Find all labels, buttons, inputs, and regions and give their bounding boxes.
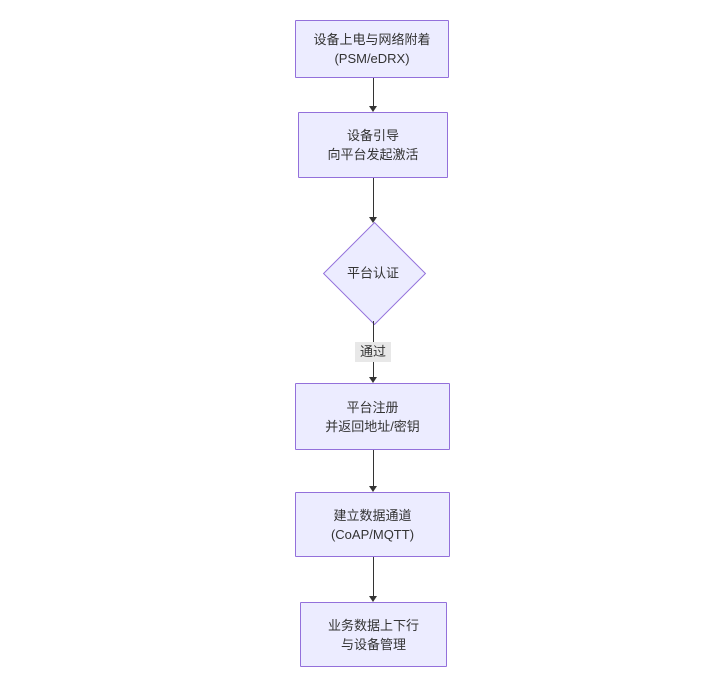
- edge-arrow: [369, 178, 377, 223]
- node-data-channel: 建立数据通道 (CoAP/MQTT): [295, 492, 450, 557]
- arrow-shaft: [372, 450, 374, 486]
- arrowhead-icon: [369, 217, 377, 223]
- edge-arrow: [369, 450, 377, 492]
- node-platform-register: 平台注册 并返回地址/密钥: [295, 383, 450, 450]
- arrow-shaft: [372, 178, 374, 217]
- node-label-line: (CoAP/MQTT): [330, 526, 415, 542]
- node-label-line: 向平台发起激活: [327, 147, 419, 162]
- node-label-line: 并返回地址/密钥: [325, 418, 420, 434]
- node-label-line: 平台认证: [346, 265, 400, 281]
- arrowhead-icon: [369, 377, 377, 383]
- node-label-line: 业务数据上下行: [327, 617, 419, 633]
- arrowhead-icon: [369, 486, 377, 492]
- node-business-data-device-mgmt: 业务数据上下行 与设备管理: [300, 602, 447, 667]
- node-label-line: (PSM/eDRX): [334, 51, 410, 66]
- edge-arrow: [369, 78, 377, 112]
- arrowhead-icon: [369, 106, 377, 112]
- edge-label-pass: 通过: [354, 342, 392, 362]
- node-power-network-attach: 设备上电与网络附着 (PSM/eDRX): [295, 20, 449, 78]
- arrow-shaft: [372, 557, 374, 596]
- node-label-line: 设备引导: [346, 128, 399, 143]
- arrow-shaft: [372, 78, 374, 106]
- node-label-line: 设备上电与网络附着: [313, 32, 431, 47]
- edge-arrow: [369, 557, 377, 602]
- node-label-line: 建立数据通道: [333, 507, 412, 523]
- node-label-line: 平台注册: [346, 399, 399, 415]
- arrowhead-icon: [369, 596, 377, 602]
- node-label-line: 与设备管理: [340, 636, 406, 652]
- node-device-bootstrap: 设备引导 向平台发起激活: [298, 112, 448, 178]
